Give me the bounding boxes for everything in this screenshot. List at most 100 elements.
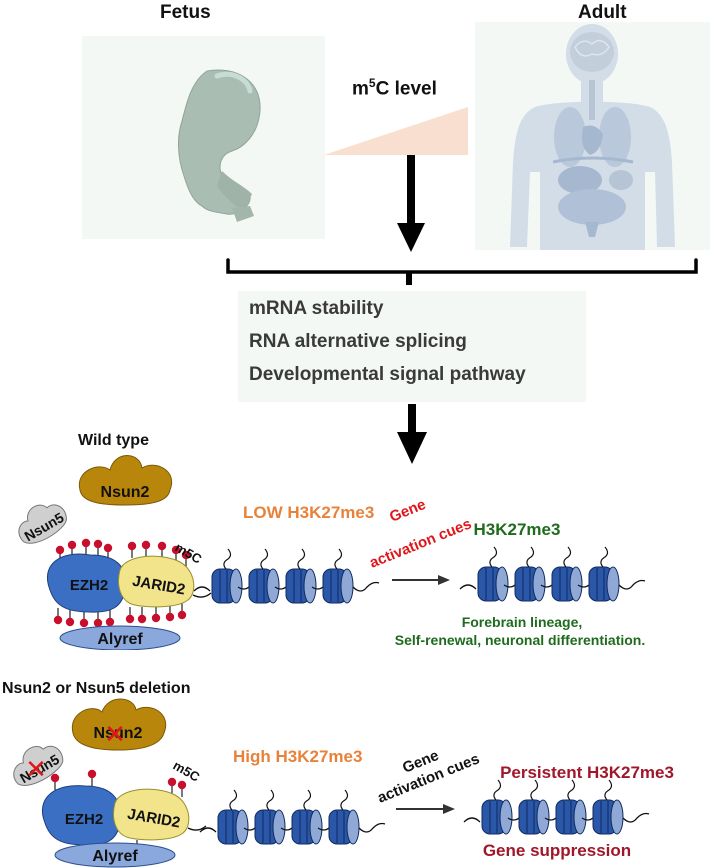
nsun2-label: Nsun2: [101, 484, 150, 501]
m5c-dot: [93, 618, 103, 628]
down-arrow-1: [397, 155, 425, 252]
dna-linker: [544, 817, 557, 821]
m5c-dot: [181, 550, 191, 560]
m5c-level-prefix: m: [352, 78, 369, 100]
h3k27me3-label: H3K27me3: [474, 520, 561, 539]
nucleosome: [481, 779, 513, 835]
histone-tail: [297, 548, 306, 570]
dna-linker: [280, 827, 293, 831]
nsun2-protein: Nsun2 ✕: [71, 698, 167, 751]
high-h3k27me3-label: High H3K27me3: [233, 747, 362, 766]
m5c-dot: [105, 617, 115, 627]
histone-tail: [567, 779, 576, 801]
m5c-dot: [67, 540, 77, 550]
nucleosome-chain-result: [463, 779, 650, 835]
m5c-dot: [65, 617, 75, 627]
dna-strand: [187, 825, 207, 831]
m5c-dot: [127, 541, 137, 551]
dna-strand: [352, 581, 380, 592]
persistent-h3k27me3-label: Persistent H3K27me3: [500, 763, 674, 782]
alyref-label: Alyref: [97, 631, 143, 648]
dna-strand: [193, 586, 211, 592]
m5c-dot: [157, 541, 167, 551]
m5c-dot: [50, 773, 60, 783]
nucleosome: [477, 546, 509, 602]
dna-linker: [243, 827, 256, 831]
nucleosome: [555, 779, 587, 835]
dna-linker: [317, 827, 330, 831]
fetus-label: Fetus: [160, 2, 211, 23]
m5c-dot: [103, 543, 113, 553]
m5c-dot: [87, 769, 97, 779]
m5c-dot: [79, 618, 89, 628]
nucleosome: [291, 789, 323, 845]
ezh2-protein: EZH2: [41, 785, 122, 846]
m5c-dot: [177, 780, 187, 790]
nucleosome: [592, 779, 624, 835]
nucleosome-chain-high: [199, 789, 386, 845]
ezh2-label: EZH2: [70, 577, 108, 594]
jarid2-protein: JARID2: [118, 555, 195, 608]
m5c-dots: [53, 538, 191, 628]
dna-linker: [507, 817, 520, 821]
bracket: [226, 258, 698, 285]
histone-tail: [334, 548, 343, 570]
m5c-level-label: m5C level: [352, 76, 437, 100]
m5c-dot: [55, 545, 65, 555]
histone-tail: [530, 779, 539, 801]
nucleosome: [518, 779, 550, 835]
m5c-dot: [177, 610, 187, 620]
outcome-line2: Self-renewal, neuronal differentiation.: [395, 632, 645, 648]
deletion-title: Nsun2 or Nsun5 deletion: [2, 680, 191, 697]
alyref-protein: Alyref: [54, 842, 176, 868]
nucleosome: [328, 789, 360, 845]
alyref-label: Alyref: [92, 848, 138, 865]
nucleosome: [285, 548, 317, 604]
nucleosome: [254, 789, 286, 845]
dna-linker: [540, 584, 553, 588]
histone-tail: [604, 779, 613, 801]
dna-strand: [622, 812, 650, 823]
effect-item: Developmental signal pathway: [249, 364, 526, 385]
dna-strand: [463, 817, 481, 823]
gene-cue-line1: Gene: [387, 496, 428, 526]
histone-tail: [489, 546, 498, 568]
dna-linker: [274, 586, 287, 590]
down-arrow-2: [397, 404, 427, 464]
m5c-dot: [171, 545, 181, 555]
adult-panel: [475, 22, 710, 250]
wild-type-title: Wild type: [78, 432, 149, 449]
nucleosome: [248, 548, 280, 604]
dna-strand: [192, 592, 212, 598]
nucleosome-chain-low: [193, 548, 380, 604]
gene-suppression-label: Gene suppression: [483, 841, 631, 860]
adult-label: Adult: [578, 2, 627, 23]
nsun2-label: Nsun2: [94, 725, 143, 742]
histone-tail: [493, 779, 502, 801]
histone-tail: [266, 789, 275, 811]
dna-strand: [459, 584, 477, 590]
nucleosome: [217, 789, 249, 845]
deletion-diagram: Nsun2 ✕ Nsun5 ✕ EZH2 JARID2 m5C Alyref H…: [13, 698, 674, 868]
jarid2-protein: JARID2: [113, 788, 190, 841]
transition-arrow: [396, 804, 455, 814]
m5c-dot: [125, 614, 135, 624]
m5c-dot: [53, 615, 63, 625]
dna-linker: [577, 584, 590, 588]
m5c-dot: [167, 777, 177, 787]
m5c-dot: [141, 540, 151, 550]
nsun5-protein: Nsun5: [18, 504, 67, 544]
histone-tail: [229, 789, 238, 811]
histone-tail: [303, 789, 312, 811]
m5c-dot: [93, 539, 103, 549]
ezh2-label: EZH2: [65, 811, 103, 828]
nucleosome: [322, 548, 354, 604]
dna-linker: [237, 586, 250, 590]
m5c-level-sup: 5: [368, 76, 376, 90]
wild-type-diagram: Nsun2 Nsun5 EZH2 JARID2 m5C Alyref LOW H…: [18, 455, 645, 650]
adult-body-illustration: [510, 24, 675, 250]
nucleosome: [551, 546, 583, 602]
low-h3k27me3-label: LOW H3K27me3: [243, 503, 374, 522]
nucleosome: [588, 546, 620, 602]
histone-tail: [563, 546, 572, 568]
